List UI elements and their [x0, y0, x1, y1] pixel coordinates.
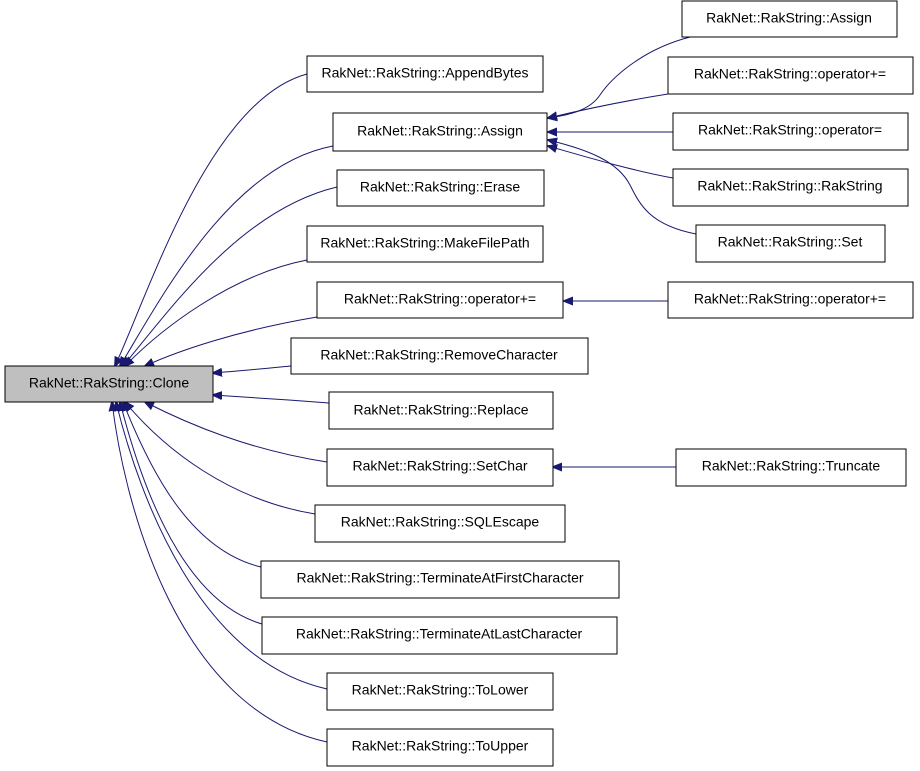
node-op-plus-eq-mid-label: RakNet::RakString::operator+= — [344, 291, 536, 307]
node-append-bytes[interactable]: RakNet::RakString::AppendBytes — [306, 55, 544, 93]
node-replace-label: RakNet::RakString::Replace — [353, 402, 528, 418]
edge-replace-to-clone — [213, 395, 330, 404]
node-assign-mid-label: RakNet::RakString::Assign — [357, 123, 523, 139]
node-terminate-last-label: RakNet::RakString::TerminateAtLastCharac… — [296, 626, 583, 642]
node-assign-mid[interactable]: RakNet::RakString::Assign — [332, 112, 548, 152]
node-terminate-first-label: RakNet::RakString::TerminateAtFirstChara… — [296, 570, 583, 586]
edge-rakstring-right-to-assign — [548, 146, 674, 179]
node-to-upper-label: RakNet::RakString::ToUpper — [352, 738, 529, 754]
edge-sqlescape-to-clone — [125, 402, 316, 515]
edge-assign-right-to-assign — [548, 36, 691, 118]
node-remove-character[interactable]: RakNet::RakString::RemoveCharacter — [290, 337, 589, 375]
edge-tolower-to-clone — [116, 402, 328, 690]
node-to-upper[interactable]: RakNet::RakString::ToUpper — [326, 728, 554, 767]
node-sql-escape[interactable]: RakNet::RakString::SQLEscape — [314, 504, 566, 543]
edge-makefilepath-to-clone — [125, 259, 308, 366]
node-terminate-last[interactable]: RakNet::RakString::TerminateAtLastCharac… — [261, 616, 618, 655]
node-assign-right-label: RakNet::RakString::Assign — [706, 10, 872, 26]
node-erase[interactable]: RakNet::RakString::Erase — [336, 169, 545, 207]
node-remove-character-label: RakNet::RakString::RemoveCharacter — [320, 347, 558, 363]
node-set-char-label: RakNet::RakString::SetChar — [352, 458, 527, 474]
edge-assign-to-clone — [120, 145, 334, 366]
edge-opplus-right1-to-assign — [548, 93, 669, 118]
edge-appendbytes-to-clone — [115, 73, 308, 366]
edge-toupper-to-clone — [112, 402, 328, 743]
node-op-plus-eq-right-1-label: RakNet::RakString::operator+= — [694, 66, 886, 82]
edge-opplus-to-clone — [145, 316, 318, 366]
node-to-lower-label: RakNet::RakString::ToLower — [352, 682, 529, 698]
edge-set-right-to-assign — [548, 140, 697, 235]
node-op-eq-right[interactable]: RakNet::RakString::operator= — [672, 112, 909, 151]
node-sql-escape-label: RakNet::RakString::SQLEscape — [341, 514, 540, 530]
node-set-char[interactable]: RakNet::RakString::SetChar — [326, 448, 554, 487]
node-op-eq-right-label: RakNet::RakString::operator= — [698, 122, 882, 138]
node-set-right-label: RakNet::RakString::Set — [718, 234, 863, 250]
edge-removechar-to-clone — [213, 365, 292, 373]
node-make-file-path[interactable]: RakNet::RakString::MakeFilePath — [306, 225, 544, 263]
node-truncate-right-label: RakNet::RakString::Truncate — [702, 458, 881, 474]
node-op-plus-eq-right-2-label: RakNet::RakString::operator+= — [694, 291, 886, 307]
node-make-file-path-label: RakNet::RakString::MakeFilePath — [320, 235, 529, 251]
node-root[interactable]: RakNet::RakString::Clone — [4, 365, 214, 403]
node-erase-label: RakNet::RakString::Erase — [360, 179, 520, 195]
node-rakstring-right-label: RakNet::RakString::RakString — [697, 178, 882, 194]
edge-erase-to-clone — [123, 186, 338, 366]
edge-terminatelast-to-clone — [120, 402, 263, 625]
node-assign-right[interactable]: RakNet::RakString::Assign — [681, 0, 898, 38]
node-replace[interactable]: RakNet::RakString::Replace — [328, 391, 554, 430]
node-append-bytes-label: RakNet::RakString::AppendBytes — [322, 65, 529, 81]
edge-setchar-to-clone — [145, 402, 328, 463]
node-op-plus-eq-right-1[interactable]: RakNet::RakString::operator+= — [667, 56, 914, 95]
node-set-right[interactable]: RakNet::RakString::Set — [695, 224, 886, 263]
node-truncate-right[interactable]: RakNet::RakString::Truncate — [675, 448, 907, 487]
node-terminate-first[interactable]: RakNet::RakString::TerminateAtFirstChara… — [260, 560, 620, 599]
edge-terminatefirst-to-clone — [123, 402, 262, 568]
node-op-plus-eq-mid[interactable]: RakNet::RakString::operator+= — [316, 281, 564, 319]
node-rakstring-right[interactable]: RakNet::RakString::RakString — [672, 168, 909, 207]
edges — [112, 36, 697, 743]
node-root-label: RakNet::RakString::Clone — [29, 375, 190, 391]
node-op-plus-eq-right-2[interactable]: RakNet::RakString::operator+= — [667, 281, 914, 319]
node-to-lower[interactable]: RakNet::RakString::ToLower — [326, 672, 554, 711]
